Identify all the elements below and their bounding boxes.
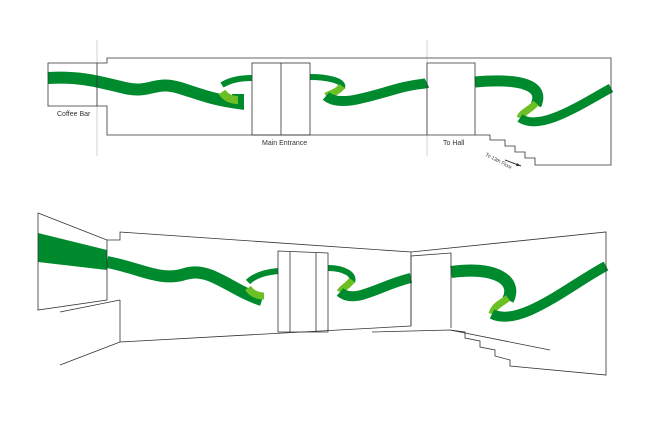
persp-door bbox=[277, 250, 329, 333]
hall-opening bbox=[426, 62, 476, 135]
floor-line bbox=[59, 299, 121, 313]
ribbon-top bbox=[47, 71, 244, 110]
floor-line bbox=[59, 341, 121, 366]
ribbon-persp-seg bbox=[489, 261, 609, 322]
ribbon-persp-seg bbox=[450, 264, 517, 303]
main-entrance-label: Main Entrance bbox=[262, 140, 308, 147]
wall-outline bbox=[47, 57, 612, 166]
ribbon-persp-seg bbox=[336, 273, 413, 302]
ribbon-persp-fold bbox=[488, 295, 511, 316]
back-wall bbox=[107, 231, 412, 343]
ribbon-persp-fold bbox=[245, 285, 265, 300]
ribbon-top-fold bbox=[516, 100, 539, 120]
ribbon-persp-fold bbox=[336, 277, 355, 294]
ribbon-top-seg bbox=[474, 75, 544, 108]
ribbon-top-fold bbox=[218, 89, 239, 104]
to-hall-label: To Hall bbox=[443, 140, 465, 147]
perspective-view bbox=[37, 212, 609, 376]
ribbon-persp-seg bbox=[245, 268, 279, 285]
ribbon-persp-left bbox=[38, 233, 107, 270]
arrow-head-icon bbox=[516, 163, 521, 166]
floor-line bbox=[449, 329, 551, 351]
left-wall bbox=[37, 212, 108, 311]
ribbon-top-seg bbox=[220, 75, 253, 88]
ribbon-top-seg bbox=[517, 84, 614, 127]
ribbon-persp-seg bbox=[105, 256, 264, 306]
persp-hall-opening bbox=[410, 252, 452, 328]
right-wall bbox=[371, 231, 607, 376]
ribbon-top-seg bbox=[322, 78, 430, 107]
top-elevation bbox=[47, 40, 614, 167]
coffee-bar-label: Coffee Bar bbox=[57, 111, 91, 118]
